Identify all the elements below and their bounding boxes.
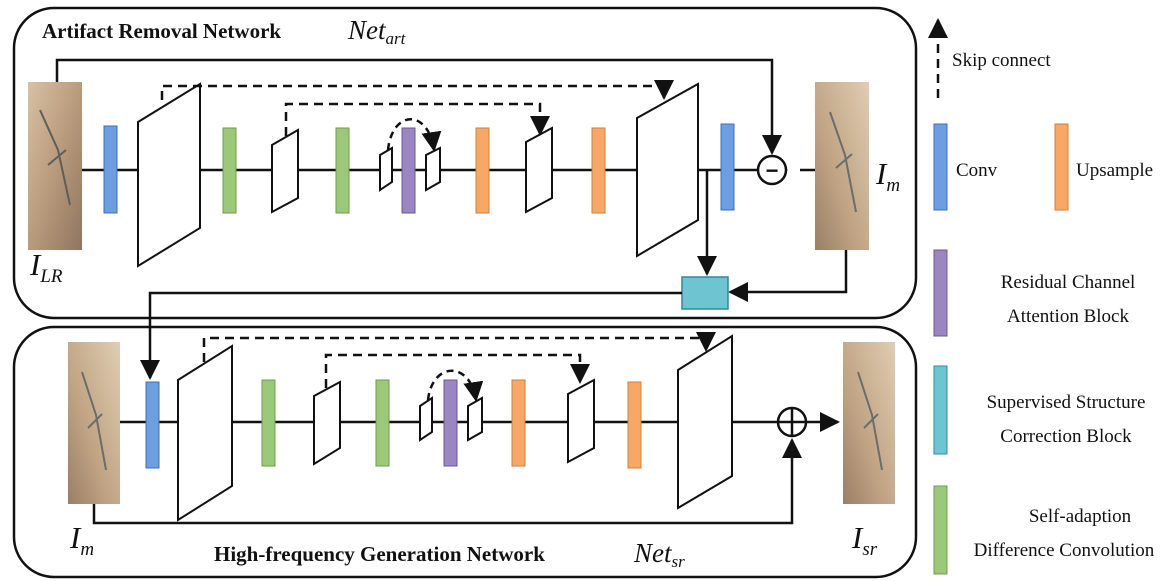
sscb-to-sr-arrow xyxy=(140,291,682,380)
output-im-image xyxy=(815,82,869,250)
legend-upsample-swatch xyxy=(1054,123,1069,211)
output-im-label: Im xyxy=(875,156,900,196)
art-skip-connect-3 xyxy=(386,118,442,152)
art-upsample-block-1 xyxy=(475,127,490,214)
art-feature-map-4 xyxy=(425,146,441,192)
legend-rcab-label-1: Residual Channel xyxy=(1001,272,1136,293)
sr-conv-block xyxy=(145,381,160,469)
legend-sadc-label-1: Self-adaption xyxy=(1029,506,1132,527)
im-to-sscb-arrow xyxy=(728,250,848,302)
legend-sscb-label-1: Supervised Structure xyxy=(987,392,1146,413)
sr-net-label: Netsr xyxy=(633,538,685,571)
sr-rcab-block xyxy=(443,379,458,467)
sr-feature-map-2 xyxy=(313,380,341,466)
art-feature-map-5 xyxy=(525,126,553,214)
art-sadc-block-1 xyxy=(222,127,237,214)
sr-network-title: High-frequency Generation Network xyxy=(214,542,545,566)
sr-feature-map-5 xyxy=(567,378,595,464)
sr-skip-connect-1 xyxy=(202,332,716,362)
high-frequency-panel xyxy=(12,325,918,579)
art-conv-block-1 xyxy=(103,125,118,214)
sr-upsample-block-2 xyxy=(627,381,642,469)
sscb-block xyxy=(681,276,729,310)
sr-feature-map-6 xyxy=(677,334,733,510)
legend-skip-connect-label: Skip connect xyxy=(952,50,1051,71)
legend-sadc-swatch xyxy=(933,485,948,575)
art-net-label: Netart xyxy=(347,15,407,48)
sr-output-image xyxy=(843,342,895,504)
art-skip-connect-2 xyxy=(284,102,550,136)
input-lr-image xyxy=(28,82,82,250)
sr-global-skip-line xyxy=(92,438,802,525)
legend-sscb-swatch xyxy=(933,365,948,455)
art-upsample-block-2 xyxy=(591,127,606,214)
legend-sadc-label-2: Difference Convolution xyxy=(974,540,1155,561)
sr-skip-connect-2 xyxy=(324,353,590,388)
legend-upsample-label: Upsample xyxy=(1076,160,1153,181)
sr-skip-connect-3 xyxy=(426,369,484,402)
art-skip-connect-1 xyxy=(160,80,674,100)
sr-input-im-image xyxy=(68,342,120,504)
art-sadc-block-2 xyxy=(335,127,350,214)
art-conv-block-2 xyxy=(720,123,735,211)
art-feature-map-2 xyxy=(271,128,299,214)
art-feature-map-1 xyxy=(137,82,201,268)
art-rcab-block xyxy=(401,127,416,214)
sr-feature-map-1 xyxy=(177,344,233,522)
sr-output-label: Isr xyxy=(851,520,878,560)
legend-rcab-label-2: Attention Block xyxy=(1007,306,1129,327)
sr-upsample-block-1 xyxy=(511,379,526,467)
sr-feature-map-4 xyxy=(467,396,483,442)
legend-sscb-label-2: Correction Block xyxy=(1000,426,1132,447)
legend-conv-label: Conv xyxy=(956,160,998,181)
legend-conv-swatch xyxy=(933,123,948,211)
artifact-removal-panel xyxy=(12,6,918,320)
subtract-symbol: − xyxy=(766,158,779,183)
legend-rcab-swatch xyxy=(933,249,948,337)
sr-feature-map-3 xyxy=(419,396,433,442)
art-global-skip-line xyxy=(55,58,782,155)
art-feature-map-6 xyxy=(636,82,699,258)
sr-input-im-label: Im xyxy=(69,520,94,560)
subtract-operator xyxy=(756,154,788,186)
input-lr-label: ILR xyxy=(29,247,63,287)
sr-sadc-block-1 xyxy=(261,379,276,467)
art-network-title: Artifact Removal Network xyxy=(42,19,281,43)
art-feature-map-3 xyxy=(379,146,393,192)
sr-sadc-block-2 xyxy=(375,379,390,467)
